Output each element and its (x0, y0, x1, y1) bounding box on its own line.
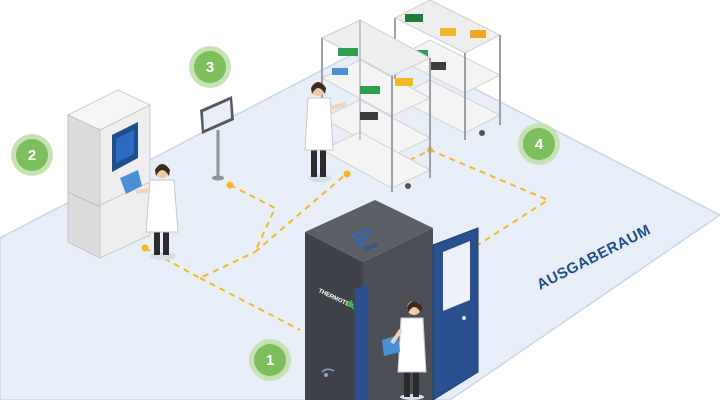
step-badge-4: 4 (518, 123, 560, 165)
brand-logo (346, 300, 354, 310)
route-marker (343, 170, 351, 178)
route-marker (226, 181, 234, 189)
svg-text:4: 4 (535, 136, 544, 153)
terminal-station (200, 96, 234, 181)
route-marker (141, 244, 149, 252)
rfid-cabinet: RFID THERMOTEK (305, 200, 479, 400)
rfid-wave-icon (351, 230, 373, 247)
worker-at-shelves (304, 82, 347, 182)
worker-at-machine (135, 164, 179, 260)
worker-at-cabinet (382, 301, 427, 400)
step-badge-3: 3 (189, 46, 231, 88)
step-badge-1: 1 (249, 339, 291, 381)
svg-text:3: 3 (206, 59, 214, 76)
route-markers (141, 147, 433, 252)
step-badge-2: 2 (11, 134, 53, 176)
rfid-wave-icon (321, 368, 335, 378)
dispensing-machine (66, 89, 152, 259)
svg-text:2: 2 (28, 147, 36, 164)
svg-text:1: 1 (266, 352, 274, 369)
rfid-label: RFID (364, 242, 380, 254)
garment-item (120, 170, 142, 194)
